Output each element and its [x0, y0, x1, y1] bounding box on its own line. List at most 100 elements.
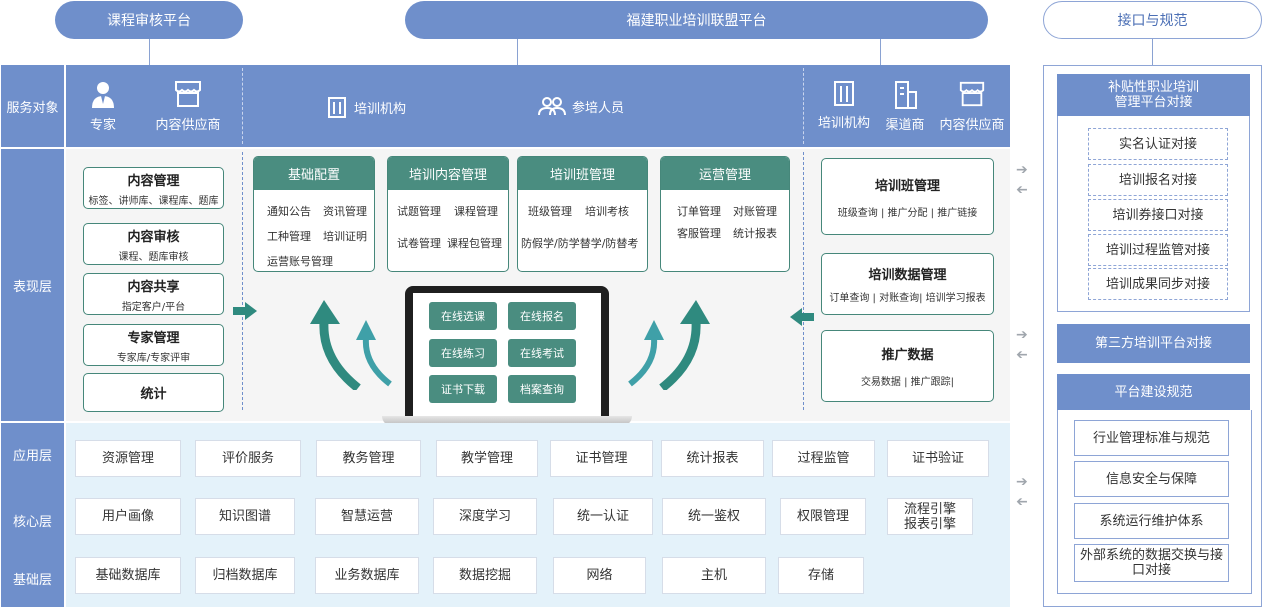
layer-label-service: 服务对象 — [1, 65, 64, 147]
app-cell: 证书管理 — [550, 440, 653, 477]
card-item: 对账管理 — [733, 205, 777, 218]
building-icon — [328, 97, 346, 118]
core-cell: 智慧运营 — [315, 498, 419, 535]
card-title: 基础配置 — [254, 157, 374, 190]
core-cell: 知识图谱 — [195, 498, 295, 535]
base-cell: 存储 — [778, 557, 864, 594]
box-title: 内容审核 — [127, 229, 180, 245]
service-content-supplier: 内容供应商 — [146, 80, 230, 133]
box-subtitle: 课程、题库审核 — [118, 251, 189, 263]
online-course-select-button[interactable]: 在线选课 — [429, 302, 497, 330]
card-item: 资讯管理 — [323, 205, 367, 218]
base-config-card: 基础配置 通知公告 资讯管理 工种管理 培训证明 运营账号管理 — [253, 156, 375, 272]
connector-line — [1152, 39, 1153, 65]
box-title: 专家管理 — [127, 330, 180, 346]
box-title: 培训班管理 — [874, 178, 940, 194]
service-training-org: 培训机构 — [326, 96, 406, 118]
building-icon — [834, 81, 854, 106]
box-title: 培训数据管理 — [868, 268, 947, 283]
online-exam-button[interactable]: 在线考试 — [508, 339, 576, 367]
service-content-supplier-right: 内容供应商 — [934, 80, 1010, 133]
connector-line — [149, 39, 150, 65]
card-item: 运营账号管理 — [267, 255, 333, 268]
spec-item: 信息安全与保障 — [1074, 461, 1229, 497]
divider — [242, 68, 243, 144]
content-sharing-box: 内容共享指定客户/平台 — [83, 273, 224, 315]
curved-arrow-icon — [628, 300, 710, 390]
core-cell: 统一鉴权 — [662, 498, 766, 535]
spec-item: 行业管理标准与规范 — [1074, 420, 1229, 456]
arrow-left-icon — [790, 308, 814, 326]
spec-group-frame — [1057, 410, 1252, 594]
box-subtitle: 专家库/专家评审 — [116, 352, 191, 364]
layer-label-application: 应用层 — [12, 448, 52, 464]
double-arrow-icon: ➔➔ — [1016, 327, 1028, 363]
tower-icon — [895, 81, 917, 109]
online-practice-button[interactable]: 在线练习 — [429, 339, 497, 367]
subsidy-item: 培训过程监管对接 — [1088, 234, 1228, 266]
base-cell: 基础数据库 — [75, 557, 181, 594]
service-label: 专家 — [89, 118, 116, 133]
box-title: 统计 — [140, 387, 167, 402]
shop-icon — [959, 81, 985, 107]
core-cell: 权限管理 — [780, 498, 866, 535]
divider — [803, 68, 804, 144]
layer-label-presentation: 表现层 — [1, 149, 64, 421]
service-channel: 渠道商 — [880, 80, 930, 133]
base-cell: 业务数据库 — [315, 557, 419, 594]
service-trainees: 参培人员 — [538, 96, 624, 116]
interface-spec-pill: 接口与规范 — [1043, 1, 1262, 39]
box-subtitle: 标签、讲师库、课程库、题库 — [88, 195, 219, 207]
card-item: 试题管理 — [397, 205, 441, 218]
app-cell: 教学管理 — [436, 440, 538, 477]
content-review-box: 内容审核课程、题库审核 — [83, 223, 224, 265]
training-content-card: 培训内容管理 试题管理 课程管理 试卷管理 课程包管理 — [387, 156, 509, 272]
content-management-box: 内容管理标签、讲师库、课程库、题库 — [83, 167, 224, 209]
certificate-download-button[interactable]: 证书下载 — [429, 375, 497, 403]
online-registration-button[interactable]: 在线报名 — [508, 302, 576, 330]
curved-arrow-icon — [310, 300, 392, 390]
statistics-box: 统计 — [83, 373, 224, 412]
box-subtitle: 班级查询 | 推广分配 | 推广链接 — [837, 207, 978, 219]
service-label: 内容供应商 — [155, 118, 221, 133]
card-item: 课程包管理 — [447, 237, 502, 250]
base-cell: 归档数据库 — [195, 557, 295, 594]
card-item: 防假学/防学替学/防替考 — [521, 237, 639, 250]
card-item: 培训考核 — [585, 205, 629, 218]
layer-label-base: 基础层 — [12, 572, 52, 588]
card-item: 工种管理 — [267, 230, 311, 243]
alliance-platform-pill: 福建职业培训联盟平台 — [405, 1, 988, 39]
card-item: 通知公告 — [267, 205, 311, 218]
service-expert: 专家 — [80, 80, 126, 133]
double-arrow-icon: ➔➔ — [1016, 474, 1028, 510]
service-label: 渠道商 — [885, 118, 925, 133]
subsidy-item: 实名认证对接 — [1088, 128, 1228, 160]
core-cell: 用户画像 — [75, 498, 181, 535]
divider — [242, 152, 243, 410]
expert-icon — [92, 82, 114, 108]
core-cell: 深度学习 — [433, 498, 537, 535]
app-cell: 评价服务 — [195, 440, 301, 477]
service-band — [66, 65, 1010, 147]
service-label: 培训机构 — [817, 116, 870, 131]
connector-line — [517, 39, 518, 65]
core-cell: 流程引擎 报表引擎 — [887, 498, 973, 535]
box-subtitle: 指定客户/平台 — [121, 301, 186, 313]
service-label: 参培人员 — [572, 100, 625, 116]
spec-item: 外部系统的数据交换与接 口对接 — [1074, 544, 1229, 582]
divider — [803, 152, 804, 410]
subsidy-item: 培训报名对接 — [1088, 164, 1228, 196]
training-class-card: 培训班管理 班级管理 培训考核 防假学/防学替学/防替考 — [517, 156, 648, 272]
subsidy-platform-header: 补贴性职业培训 管理平台对接 — [1057, 74, 1250, 116]
base-cell: 网络 — [553, 557, 646, 594]
subsidy-group-frame — [1057, 116, 1250, 312]
card-title: 培训班管理 — [518, 157, 647, 190]
box-subtitle: 交易数据 | 推广跟踪| — [860, 377, 955, 388]
lower-layer-band — [1, 423, 64, 607]
expert-management-box: 专家管理专家库/专家评审 — [83, 324, 224, 366]
service-label: 内容供应商 — [939, 118, 1005, 133]
card-title: 运营管理 — [661, 157, 789, 190]
card-item: 统计报表 — [733, 227, 777, 240]
archive-query-button[interactable]: 档案查询 — [508, 375, 576, 403]
connector-line — [880, 39, 881, 65]
